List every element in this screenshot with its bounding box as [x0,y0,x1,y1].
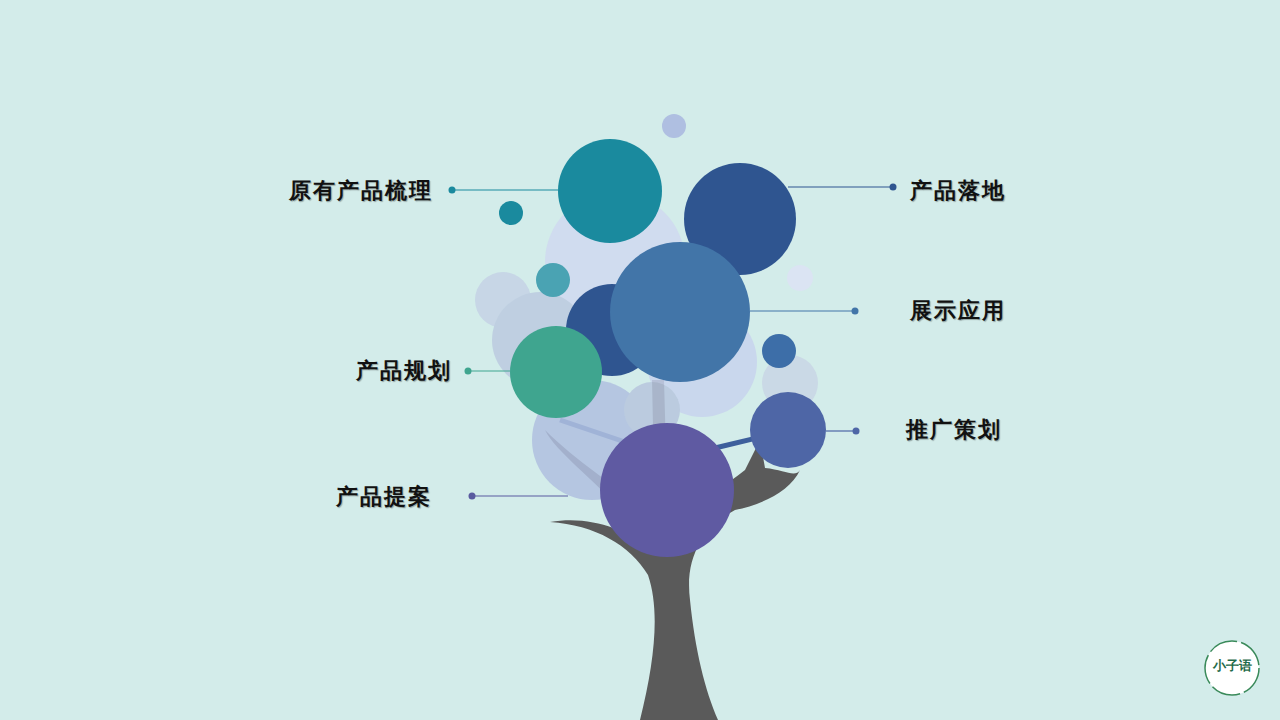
leader-lines [449,184,897,500]
branch-label: 推广策划 [906,417,1002,443]
logo-text: 小子语 [1213,658,1252,674]
branch-label: 原有产品梳理 [289,178,433,204]
branch-label: 展示应用 [910,298,1006,324]
logo-badge [1205,641,1259,695]
branch-label: 产品落地 [910,178,1006,204]
branch-label: 产品提案 [336,484,432,510]
tree-circles [499,139,826,557]
branch-label: 产品规划 [356,358,452,384]
